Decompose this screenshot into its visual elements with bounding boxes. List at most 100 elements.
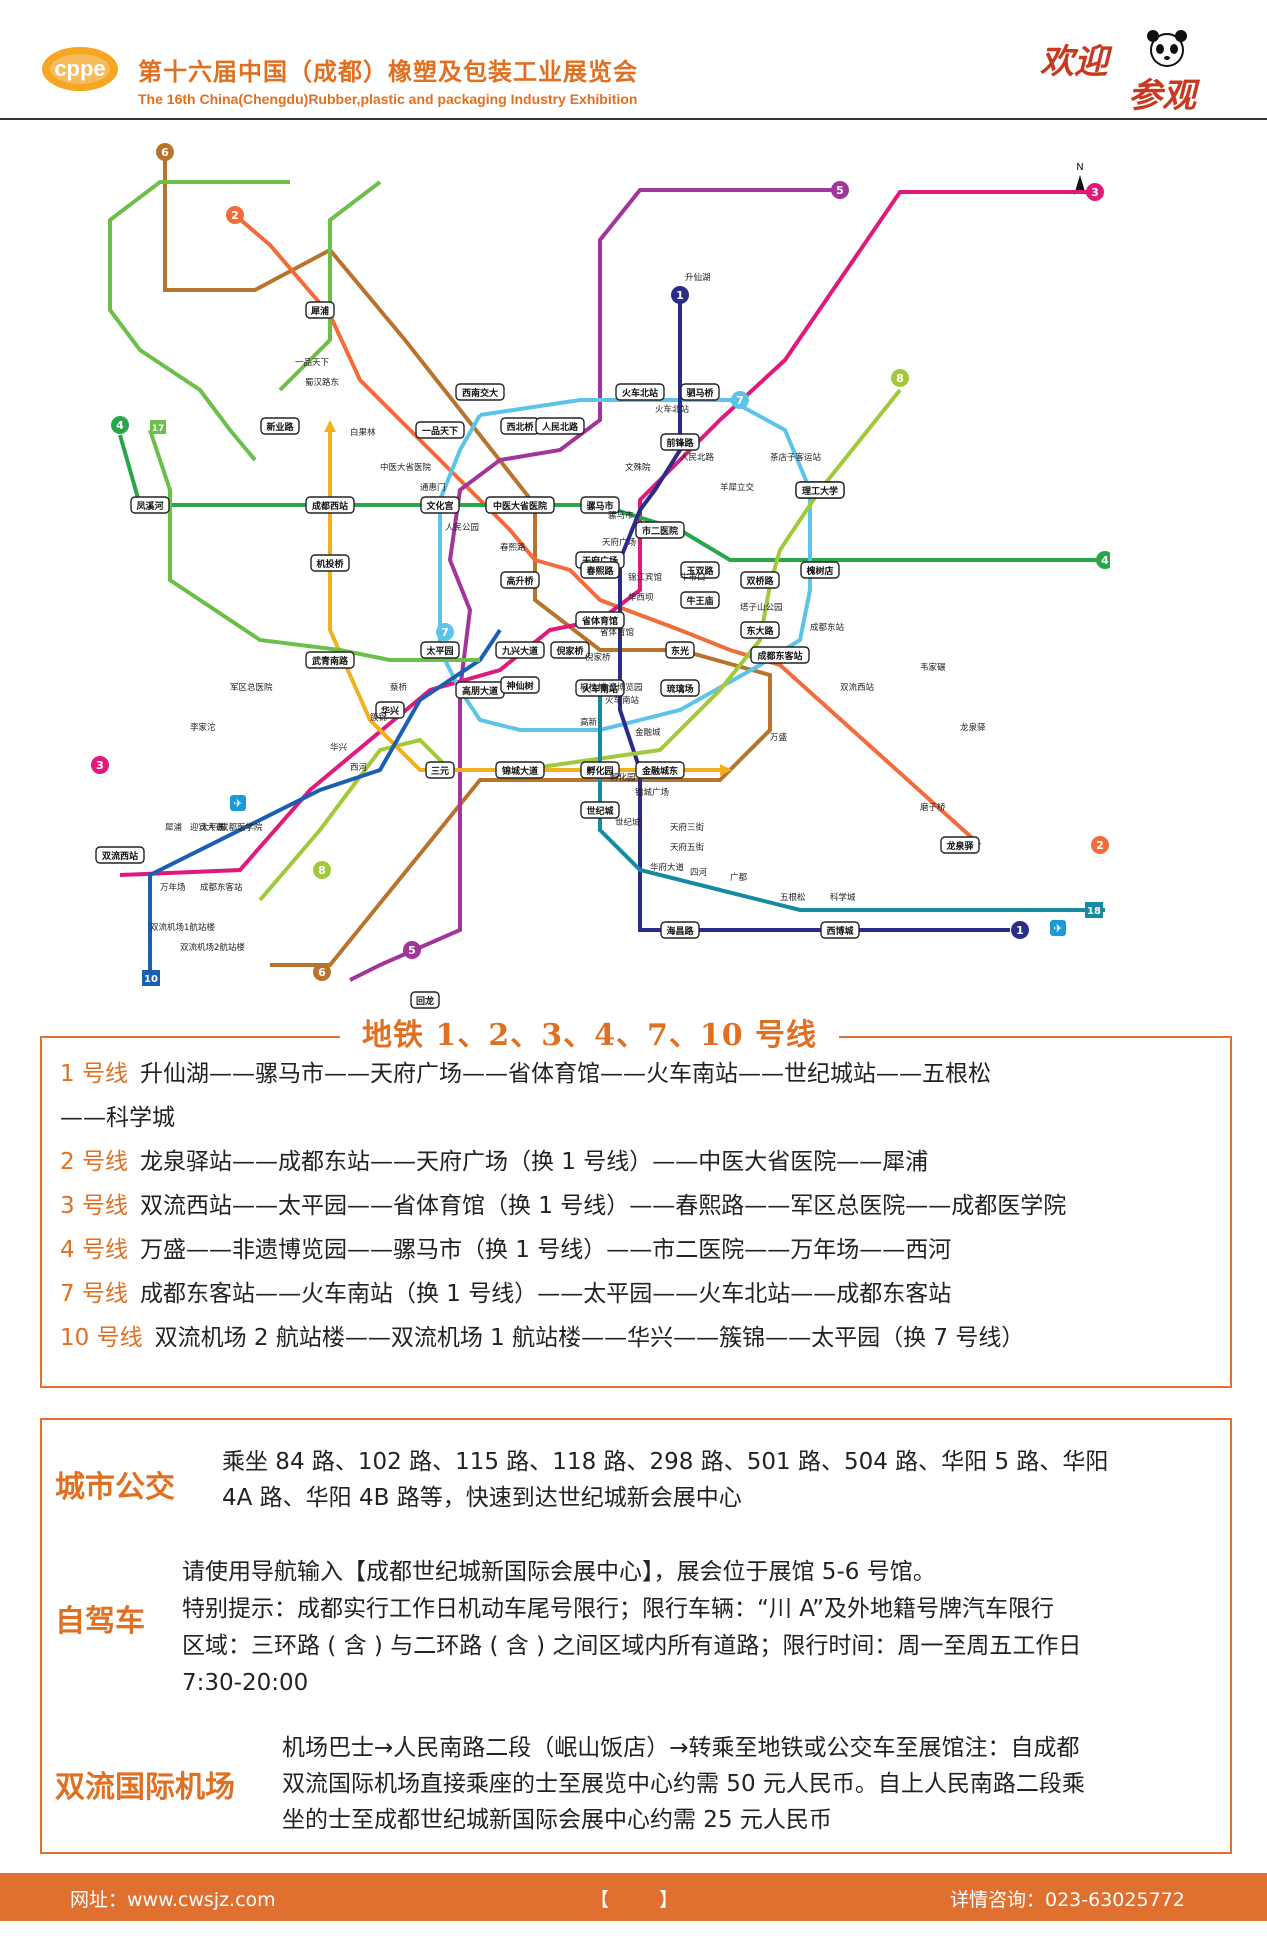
metro-line-1-cont: ——科学城	[40, 1096, 1232, 1140]
station-label: 广都	[730, 872, 748, 883]
svg-text:5: 5	[836, 184, 844, 197]
airport-icon-east: ✈	[1050, 920, 1066, 936]
station-label: 文殊院	[625, 462, 651, 473]
hub-station: 倪家桥	[550, 641, 590, 659]
metro-line-list: 1 号线升仙湖——骡马市——天府广场——省体育馆——火车南站——世纪城站——五根…	[40, 1052, 1232, 1360]
hub-label: 东光	[671, 645, 689, 657]
svg-text:3: 3	[96, 759, 104, 772]
hub-label: 成都东客站	[757, 650, 802, 662]
svg-text:1: 1	[1016, 924, 1024, 937]
hub-label: 双流西站	[102, 850, 138, 862]
hub-label: 西博城	[826, 925, 853, 937]
station-label: 火车北站	[655, 404, 690, 415]
line-route: 成都东客站——火车南站（换 1 号线）——太平园——火车北站——成都东客站	[139, 1281, 952, 1307]
line-badge-9-east	[720, 764, 732, 776]
hub-label: 琉璃场	[666, 683, 693, 695]
hub-label: 双桥路	[746, 575, 774, 587]
station-label: 春熙路	[500, 542, 526, 553]
hub-station: 驷马桥	[680, 383, 720, 401]
line-name: 1 号线	[60, 1061, 128, 1087]
hub-label: 成都西站	[312, 500, 348, 512]
line-7	[438, 398, 812, 732]
footer-website-link[interactable]: 网址：www.cwsjz.com	[70, 1889, 276, 1911]
station-label: 成都医学院	[220, 822, 263, 833]
hub-label: 太平园	[425, 645, 453, 657]
welcome-text-2: 参观	[1128, 76, 1196, 116]
hub-label: 玉双路	[686, 565, 714, 577]
hub-label: 龙泉驿	[945, 840, 974, 852]
airport-line-2: 双流国际机场直接乘座的士至展览中心约需 50 元人民币。自上人民南路二段乘	[282, 1771, 1085, 1797]
hub-station: 华兴	[375, 701, 405, 719]
line-6-north	[108, 180, 290, 462]
metro-map: N 6 2 5 3 1 8 4 17	[80, 130, 1110, 1010]
line-route-cont: ——科学城	[60, 1105, 175, 1131]
svg-text:18: 18	[1087, 906, 1101, 917]
station-label: 茶店子客运站	[770, 452, 822, 463]
hub-station: 玉双路	[680, 561, 720, 579]
station-label: 犀浦	[165, 822, 183, 833]
line-8	[258, 388, 902, 902]
drive-line-4: 7:30-20:00	[182, 1670, 309, 1696]
station-label: 李家沱	[190, 722, 216, 733]
bus-line-2: 4A 路、华阳 4B 路等，快速到达世纪城新会展中心	[222, 1485, 742, 1511]
hub-label: 神仙树	[506, 680, 533, 692]
station-label: 金融城	[635, 727, 661, 738]
line-badge-1: 1	[671, 286, 689, 304]
station-label: 一品天下	[295, 358, 330, 368]
hub-station: 人民北路	[535, 417, 585, 435]
hub-station: 武青南路	[305, 651, 355, 669]
station-label: 双流西站	[840, 682, 875, 693]
line-badge-9	[324, 420, 336, 432]
footer-brackets: 【 】	[590, 1889, 679, 1911]
hub-station: 高朋大道	[455, 681, 505, 699]
hub-label: 三元	[431, 766, 449, 777]
station-label: 天府广场	[602, 537, 636, 548]
hub-label: 高朋大道	[462, 685, 498, 697]
hub-label: 武青南路	[312, 655, 349, 667]
line-badge-2: 2	[226, 206, 244, 224]
line-route: 双流西站——太平园——省体育馆（换 1 号线）——春熙路——军区总医院——成都医…	[139, 1193, 1067, 1219]
line-name: 2 号线	[60, 1149, 128, 1175]
bus-line-1: 乘坐 84 路、102 路、115 路、118 路、298 路、501 路、50…	[222, 1449, 1109, 1475]
line-badge-10: 10	[142, 970, 160, 986]
station-label: 人民公园	[445, 523, 479, 533]
airport-line-1: 机场巴士→人民南路二段（岷山饭店）→转乘至地铁或公交车至展馆注：自成都	[282, 1735, 1080, 1761]
line-badge-5: 5	[831, 181, 849, 199]
drive-line-1: 请使用导航输入【成都世纪城新国际会展中心】，展会位于展馆 5-6 号馆。	[182, 1559, 936, 1585]
line-badge-7b: 7	[436, 623, 454, 641]
hub-label: 理工大学	[802, 485, 838, 497]
hub-label: 凤溪河	[136, 500, 163, 512]
hub-station: 省体育馆	[575, 611, 625, 629]
hub-station: 神仙树	[500, 676, 540, 694]
station-label: 军区总医院	[230, 682, 273, 693]
hub-station: 火车南站	[575, 679, 625, 697]
svg-text:4: 4	[1101, 554, 1109, 567]
hub-station: 火车北站	[615, 383, 665, 401]
hub-label: 孵化园	[586, 765, 613, 777]
line-badge-2-east: 2	[1091, 836, 1109, 854]
station-label: 簇锦	[370, 712, 387, 723]
hub-station: 龙泉驿	[940, 836, 980, 854]
station-label: 磨子桥	[920, 802, 946, 813]
line-6	[163, 152, 772, 967]
hub-label: 牛王庙	[686, 595, 713, 607]
welcome-text-1: 欢迎	[1040, 42, 1108, 82]
hub-station: 凤溪河	[130, 496, 170, 514]
station-label: 中医大省医院	[380, 462, 432, 473]
logo-text: cppe	[54, 56, 105, 81]
station-label: 四河	[690, 867, 708, 878]
svg-text:10: 10	[144, 974, 158, 985]
station-label: 科学城	[830, 892, 856, 903]
line-name: 3 号线	[60, 1193, 128, 1219]
line-badge-3: 3	[1086, 183, 1104, 201]
hub-station: 金融城东	[635, 761, 685, 779]
header: cppe 第十六届中国（成都）橡塑及包装工业展览会 The 16th China…	[0, 0, 1267, 118]
hub-label: 锦城大道	[502, 765, 538, 777]
line-3-north	[278, 180, 382, 392]
station-label: 双流机场2航站楼	[180, 942, 245, 953]
line-route: 万盛——非遗博览园——骡马市（换 1 号线）——市二医院——万年场——西河	[139, 1237, 952, 1263]
hub-station: 一品天下	[415, 421, 465, 439]
line-18	[598, 690, 1105, 912]
title-cn: 第十六届中国（成都）橡塑及包装工业展览会	[138, 58, 638, 86]
hub-station: 槐树店	[800, 561, 840, 579]
